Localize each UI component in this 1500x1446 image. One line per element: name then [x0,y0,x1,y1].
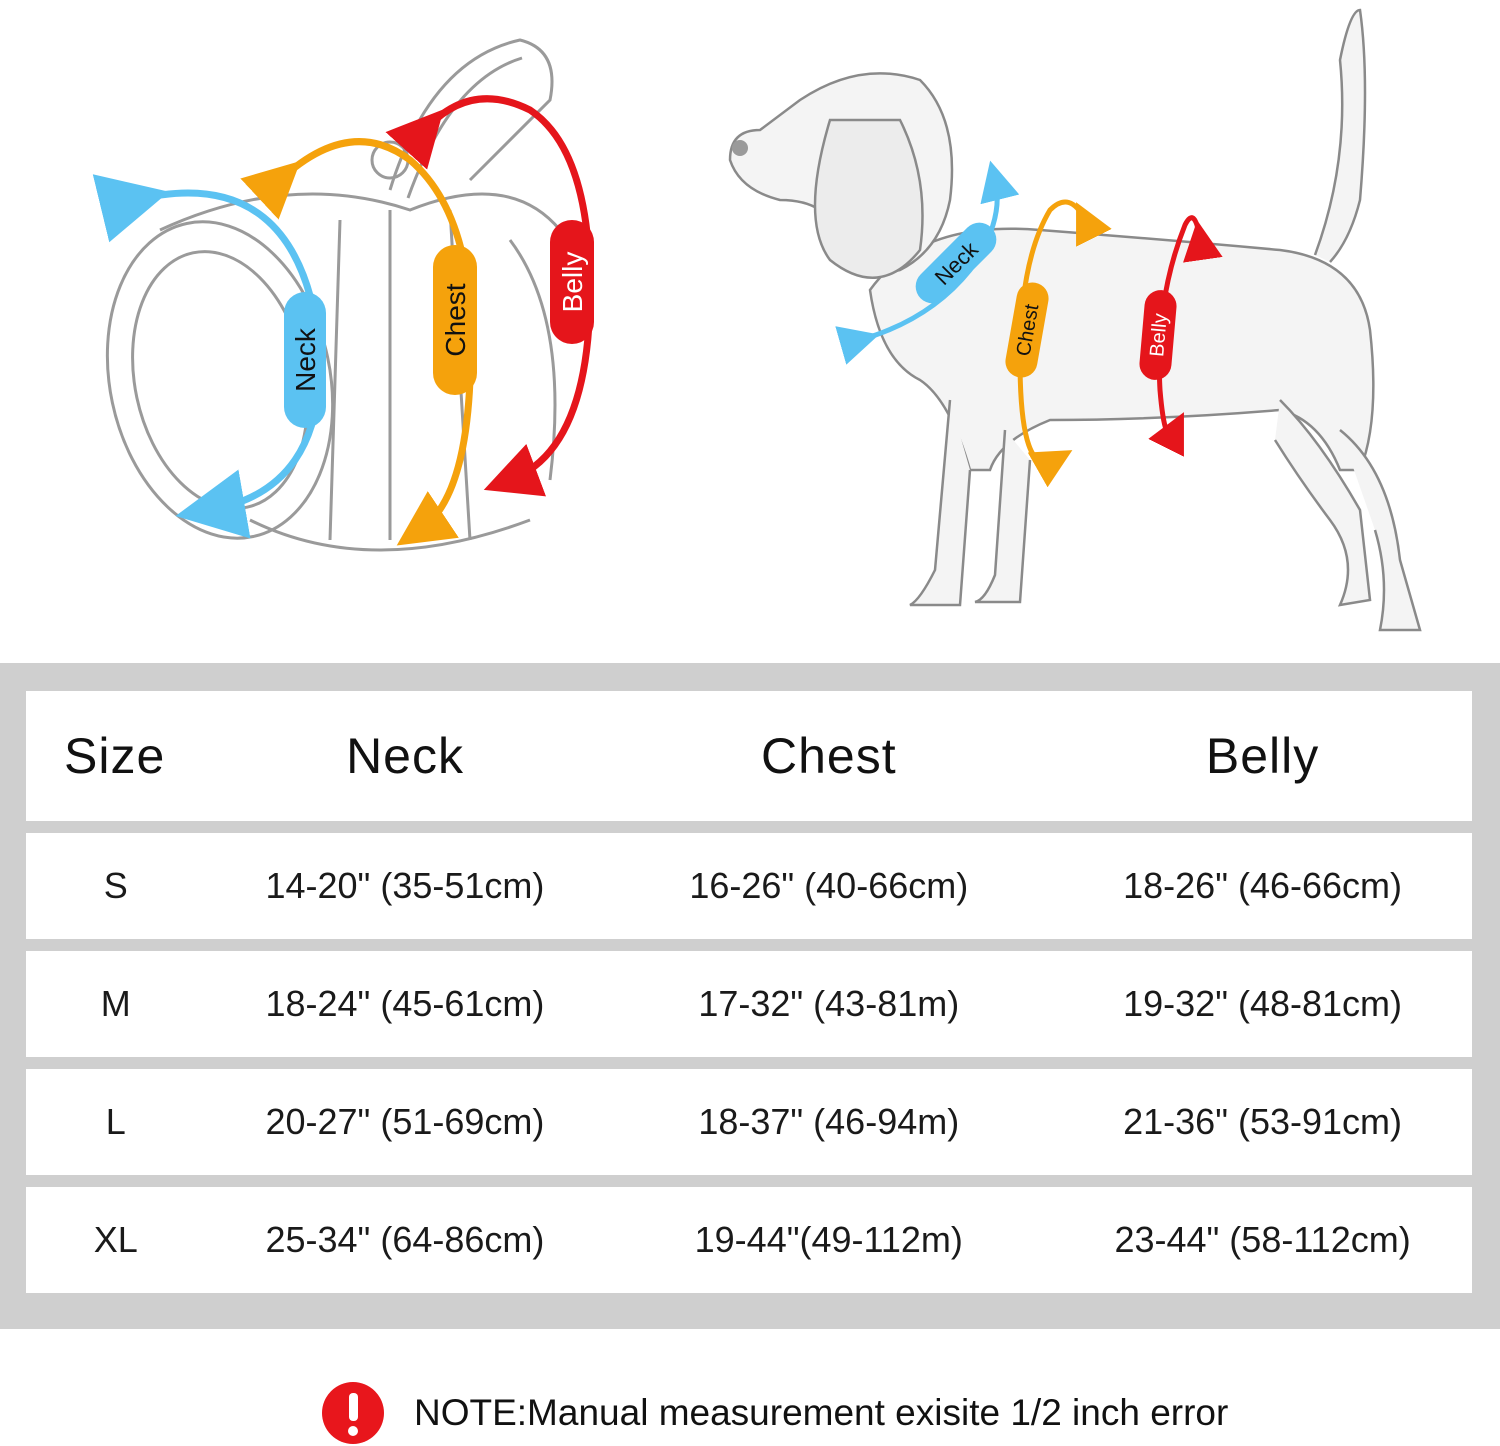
table-row: L 20-27" (51-69cm) 18-37" (46-94m) 21-36… [26,1069,1472,1175]
measurement-note: NOTE:Manual measurement exisite 1/2 inch… [322,1380,1228,1446]
harness-illustration: Neck Chest Belly [90,20,630,580]
header-neck: Neck [346,728,464,784]
neck-cell: 20-27" (51-69cm) [265,1101,545,1142]
header-chest: Chest [761,728,897,784]
belly-cell: 21-36" (53-91cm) [1123,1101,1403,1142]
svg-text:Neck: Neck [290,327,321,392]
chest-cell: 17-32" (43-81m) [698,983,960,1024]
belly-cell: 19-32" (48-81cm) [1123,983,1403,1024]
table-row: XL 25-34" (64-86cm) 19-44"(49-112m) 23-4… [26,1187,1472,1293]
dog-outline [728,8,1422,632]
header-size: Size [64,728,166,784]
svg-text:Belly: Belly [557,252,588,313]
size-cell: S [103,865,128,906]
size-cell: M [100,983,131,1024]
dog-chest-tag: Chest [1005,282,1049,378]
svg-text:Chest: Chest [440,283,471,356]
size-cell: L [105,1101,126,1142]
size-table: Size Neck Chest Belly S 14-20" (35-51cm)… [0,663,1500,1329]
harness-belly-tag: Belly [550,220,594,344]
harness-drawing: Neck Chest Belly [92,38,594,552]
harness-neck-tag: Neck [284,292,326,428]
belly-cell: 23-44" (58-112cm) [1114,1219,1411,1260]
svg-text:Belly: Belly [1146,313,1172,358]
chest-cell: 16-26" (40-66cm) [689,865,969,906]
size-cell: XL [93,1219,138,1260]
neck-cell: 18-24" (45-61cm) [265,983,545,1024]
exclamation-icon [322,1382,384,1444]
table-header-row: Size Neck Chest Belly [26,691,1472,821]
chest-cell: 18-37" (46-94m) [698,1101,960,1142]
dog-drawing: Neck Chest Belly [728,8,1422,632]
belly-cell: 18-26" (46-66cm) [1123,865,1403,906]
header-belly: Belly [1205,728,1320,784]
neck-cell: 14-20" (35-51cm) [265,865,545,906]
table-row: M 18-24" (45-61cm) 17-32" (43-81m) 19-32… [26,951,1472,1057]
chest-cell: 19-44"(49-112m) [694,1219,963,1260]
harness-chest-tag: Chest [433,245,477,395]
neck-cell: 25-34" (64-86cm) [265,1219,545,1260]
dog-illustration: Neck Chest Belly [720,0,1440,640]
note-text: NOTE:Manual measurement exisite 1/2 inch… [414,1392,1229,1433]
belly-arrow [385,95,594,497]
table-row: S 14-20" (35-51cm) 16-26" (40-66cm) 18-2… [26,833,1472,939]
dog-belly-tag: Belly [1139,290,1177,380]
